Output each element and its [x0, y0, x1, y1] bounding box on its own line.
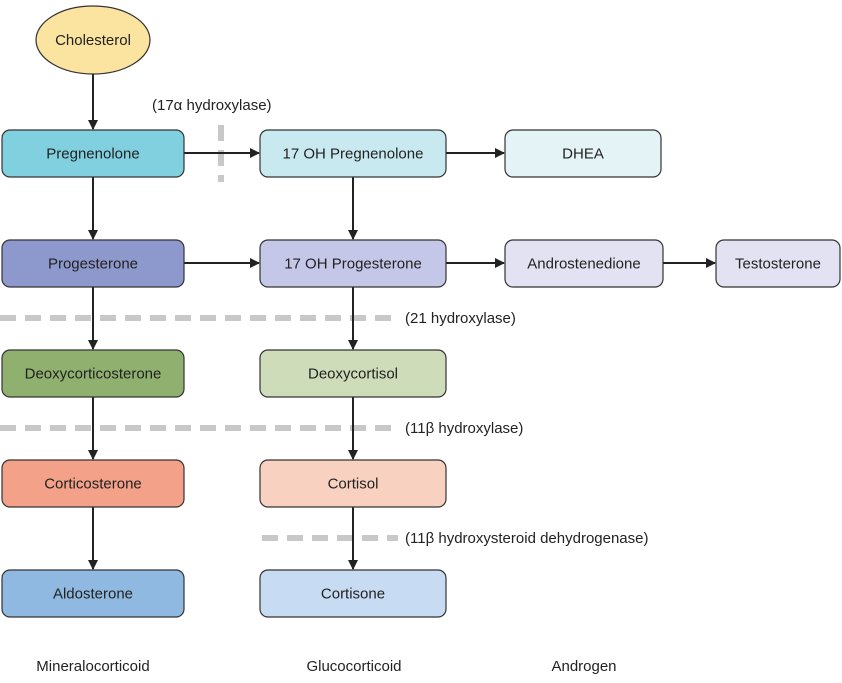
- node-label: Progesterone: [48, 256, 138, 273]
- column-label: Mineralocorticoid: [36, 658, 149, 675]
- node-shape: [259, 349, 447, 398]
- node-cortisol: Cortisol: [259, 459, 447, 508]
- node-shape: [259, 569, 447, 618]
- node-shape: [1, 239, 185, 288]
- node-label: Corticosterone: [44, 476, 142, 493]
- node-shape: [1, 129, 185, 178]
- node-label: Cortisol: [328, 476, 379, 493]
- node-progesterone: Progesterone: [1, 239, 185, 288]
- node-label: Pregnenolone: [46, 146, 139, 163]
- node-oh17-pregnenolone: 17 OH Pregnenolone: [259, 129, 447, 178]
- node-shape: [259, 459, 447, 508]
- node-shape: [1, 349, 185, 398]
- node-label: 17 OH Pregnenolone: [283, 146, 424, 163]
- node-testosterone: Testosterone: [715, 239, 841, 288]
- node-corticosterone: Corticosterone: [1, 459, 185, 508]
- column-label: Androgen: [551, 658, 616, 675]
- node-label: Cholesterol: [55, 32, 131, 49]
- node-cholesterol: Cholesterol: [35, 5, 151, 75]
- node-label: 17 OH Progesterone: [284, 256, 422, 273]
- node-shape: [1, 569, 185, 618]
- column-label: Glucocorticoid: [306, 658, 401, 675]
- node-label: Testosterone: [735, 256, 821, 273]
- enzyme-label-21-hydroxylase: (21 hydroxylase): [405, 310, 516, 327]
- node-pregnenolone: Pregnenolone: [1, 129, 185, 178]
- node-dhea: DHEA: [504, 129, 662, 178]
- node-shape: [715, 239, 841, 288]
- enzyme-label-11b-hydroxylase: (11β hydroxylase): [405, 420, 523, 437]
- node-shape: [35, 5, 151, 75]
- node-label: Deoxycorticosterone: [25, 366, 162, 383]
- node-label: Androstenedione: [527, 256, 640, 273]
- node-oh17-progesterone: 17 OH Progesterone: [259, 239, 447, 288]
- node-shape: [504, 239, 664, 288]
- node-aldosterone: Aldosterone: [1, 569, 185, 618]
- node-shape: [259, 239, 447, 288]
- node-label: Aldosterone: [53, 586, 133, 603]
- node-shape: [1, 459, 185, 508]
- node-deoxycortisol: Deoxycortisol: [259, 349, 447, 398]
- node-shape: [259, 129, 447, 178]
- node-label: Deoxycortisol: [308, 366, 398, 383]
- node-androstenedione: Androstenedione: [504, 239, 664, 288]
- enzyme-label-11b-hsd: (11β hydroxysteroid dehydrogenase): [405, 530, 649, 547]
- node-shape: [504, 129, 662, 178]
- node-label: Cortisone: [321, 586, 385, 603]
- node-cortisone: Cortisone: [259, 569, 447, 618]
- node-deoxycorticosterone: Deoxycorticosterone: [1, 349, 185, 398]
- enzyme-label-17a-hydroxylase: (17α hydroxylase): [152, 97, 272, 114]
- node-label: DHEA: [562, 146, 604, 163]
